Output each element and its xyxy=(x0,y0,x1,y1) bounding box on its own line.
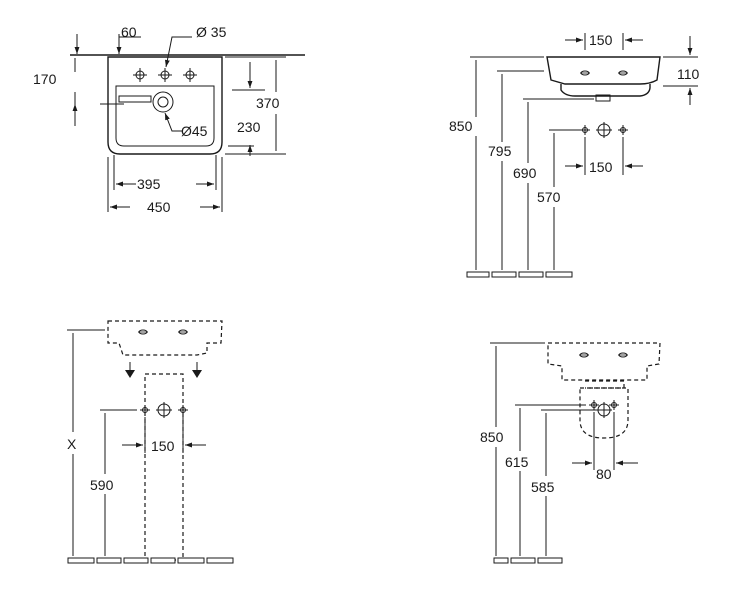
semi-pedestal-dashed xyxy=(579,387,629,439)
tap-hole-right-icon xyxy=(617,352,629,358)
tap-hole-right-icon xyxy=(617,70,629,76)
dim-690-label: 690 xyxy=(513,165,537,181)
dim-850-label: 850 xyxy=(480,429,504,445)
floor-segment xyxy=(491,271,517,278)
tap-hole-left-icon xyxy=(137,329,149,335)
tap-hole-left-icon xyxy=(578,352,590,358)
dim-waste-label: Ø45 xyxy=(181,123,208,139)
pedestal-dashed xyxy=(144,373,184,561)
tap-hole-right-icon xyxy=(182,67,198,83)
supply-hole-left-icon xyxy=(579,124,591,136)
supply-hole-left-icon xyxy=(139,404,151,416)
floor-segment xyxy=(177,557,205,564)
dim-590-label: 590 xyxy=(90,477,114,493)
floor-segment xyxy=(123,557,149,564)
waste-spigot xyxy=(595,94,611,102)
floor-segment xyxy=(150,557,176,564)
dim-150-holes-label: 150 xyxy=(589,159,613,175)
arrow-down-icon xyxy=(125,370,135,378)
supply-hole-right-icon xyxy=(617,124,629,136)
floor-segment xyxy=(493,557,509,564)
floor-segment xyxy=(466,271,490,278)
dim-150-label: 150 xyxy=(151,438,175,454)
tap-hole-left-icon xyxy=(579,70,591,76)
dim-570-label: 570 xyxy=(537,189,561,205)
tap-hole-right-icon xyxy=(177,329,189,335)
dim-80-label: 80 xyxy=(596,466,612,482)
floor-segment xyxy=(537,557,563,564)
dim-230-label: 230 xyxy=(237,119,261,135)
pedestal-view: X 590 150 xyxy=(67,320,234,564)
dim-x-label: X xyxy=(67,436,77,452)
dim-615-label: 615 xyxy=(505,454,529,470)
floor-segment xyxy=(510,557,536,564)
supply-hole-right-icon xyxy=(608,399,620,411)
dim-110-label: 110 xyxy=(677,66,700,82)
basin-dashed xyxy=(547,342,661,381)
tap-hole-left-icon xyxy=(132,67,148,83)
waste-hole-icon xyxy=(156,402,172,418)
dim-850-label: 850 xyxy=(449,118,473,134)
arrow-down-icon xyxy=(192,370,202,378)
floor-segment xyxy=(545,271,573,278)
supply-hole-right-icon xyxy=(177,404,189,416)
dim-795-label: 795 xyxy=(488,143,512,159)
floor-segment xyxy=(206,557,234,564)
dim-170-label: 170 xyxy=(33,71,57,87)
top-plan-view: 60 Ø 35 170 370 230 Ø45 395 xyxy=(33,24,305,215)
waste-hole-icon xyxy=(596,122,612,138)
floor-segment xyxy=(67,557,95,564)
basin-elevation xyxy=(546,56,661,85)
overflow-slot xyxy=(118,95,152,103)
dim-450-label: 450 xyxy=(147,199,171,215)
dim-60-label: 60 xyxy=(121,24,137,40)
floor-segment xyxy=(518,271,544,278)
tap-hole-center-icon xyxy=(157,67,173,83)
dim-150-top-label: 150 xyxy=(589,32,613,48)
basin-outline xyxy=(107,56,223,155)
basin-dashed xyxy=(107,320,223,356)
dim-370-label: 370 xyxy=(256,95,280,111)
side-elevation-view: 150 110 850 795 690 570 xyxy=(449,32,700,278)
semi-pedestal-view: 850 615 585 80 xyxy=(480,342,661,564)
dim-tap-hole-label: Ø 35 xyxy=(196,24,227,40)
dim-395-label: 395 xyxy=(137,176,161,192)
floor-segment xyxy=(96,557,122,564)
dim-585-label: 585 xyxy=(531,479,555,495)
basin-bowl xyxy=(115,85,215,147)
supply-hole-left-icon xyxy=(588,399,600,411)
waste-outlet-icon xyxy=(152,91,174,113)
waste-hole-icon xyxy=(596,402,612,418)
